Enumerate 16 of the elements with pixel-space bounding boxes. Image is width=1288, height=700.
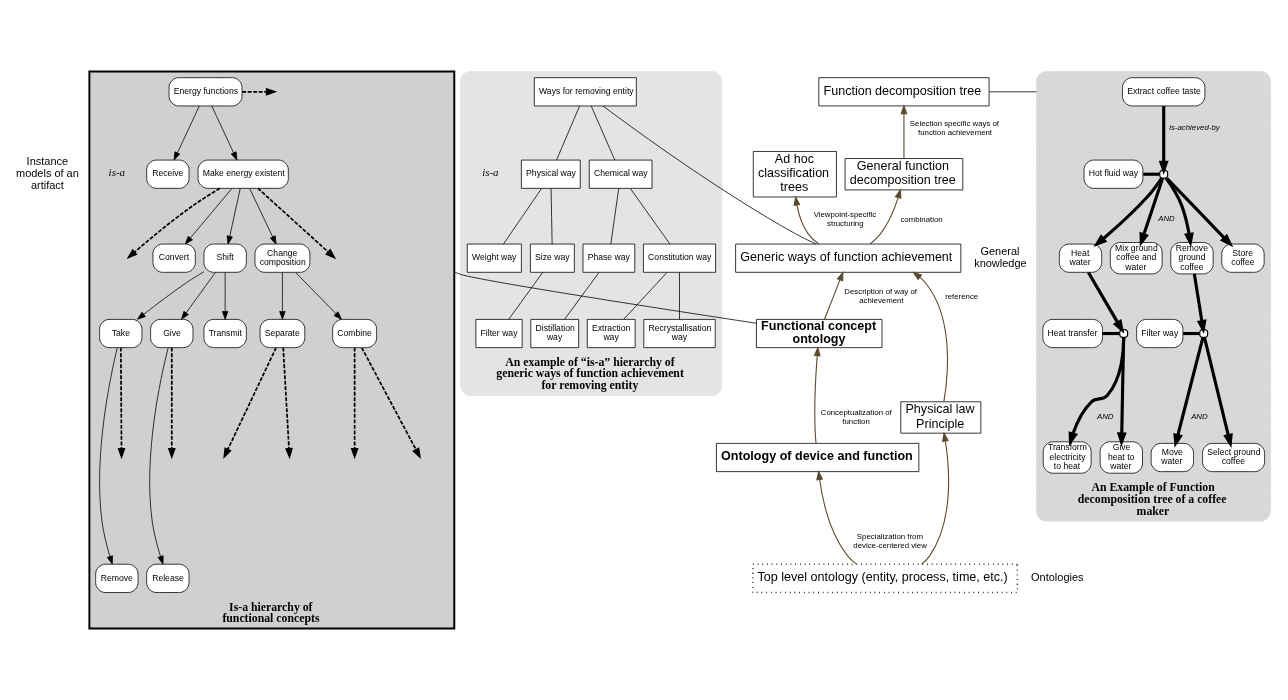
- edge-label: combination: [900, 215, 943, 225]
- edge-label: Description of way of achievement: [844, 287, 917, 305]
- edge-label: Viewpoint-specific structuring: [813, 210, 877, 229]
- edge-label: Conceptualization of function: [820, 408, 892, 426]
- edge-label: AND: [1158, 214, 1175, 224]
- label: General knowledge: [974, 245, 1027, 269]
- edge-label: Specialization from device-centered view: [853, 532, 927, 550]
- edge-label: Selection specific ways of function achievement: [909, 119, 1000, 137]
- label: is-a: [108, 166, 126, 179]
- label: Instance models of an artifact: [16, 155, 79, 191]
- label: Ontologies: [1031, 571, 1084, 584]
- edge-label: is-achieved-by: [1169, 123, 1220, 133]
- edge-label: AND: [1096, 412, 1114, 422]
- label: is-a: [482, 166, 499, 179]
- edge-label: AND: [1191, 412, 1208, 422]
- edge-label: reference: [945, 291, 979, 301]
